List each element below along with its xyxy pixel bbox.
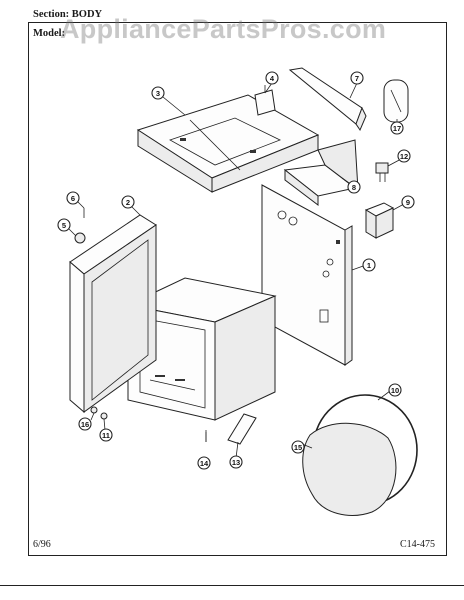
callout-6: 6 bbox=[66, 191, 80, 205]
footer-code: C14-475 bbox=[400, 539, 435, 550]
svg-text:13: 13 bbox=[232, 458, 240, 467]
svg-text:7: 7 bbox=[355, 74, 359, 83]
callout-11: 11 bbox=[99, 428, 113, 442]
footer-date: 6/96 bbox=[33, 539, 51, 550]
svg-text:1: 1 bbox=[367, 261, 371, 270]
part-hinge-pins bbox=[90, 406, 108, 420]
part-burner-bracket bbox=[283, 139, 359, 207]
svg-text:17: 17 bbox=[393, 124, 401, 133]
part-side-panel bbox=[261, 184, 353, 366]
callout-3: 3 bbox=[151, 86, 165, 100]
callout-1: 1 bbox=[362, 258, 376, 272]
svg-text:14: 14 bbox=[200, 459, 209, 468]
part-top-rail bbox=[288, 67, 367, 132]
part-badge bbox=[383, 79, 409, 123]
callout-7: 7 bbox=[350, 71, 364, 85]
callout-4: 4 bbox=[265, 71, 279, 85]
svg-text:12: 12 bbox=[400, 152, 408, 161]
part-connector bbox=[375, 162, 389, 182]
svg-text:16: 16 bbox=[81, 420, 89, 429]
svg-text:9: 9 bbox=[406, 198, 410, 207]
callout-5: 5 bbox=[57, 218, 71, 232]
watermark: AppliancePartsPros.com bbox=[60, 14, 387, 44]
svg-text:3: 3 bbox=[156, 89, 160, 98]
section-value: BODY bbox=[71, 9, 103, 20]
svg-text:10: 10 bbox=[391, 386, 399, 395]
part-door-frame bbox=[69, 214, 157, 414]
callout-12: 12 bbox=[397, 149, 411, 163]
svg-text:2: 2 bbox=[126, 198, 130, 207]
svg-text:5: 5 bbox=[62, 221, 66, 230]
part-grommet bbox=[74, 232, 86, 244]
svg-text:8: 8 bbox=[352, 183, 356, 192]
svg-text:15: 15 bbox=[294, 443, 302, 452]
callout-14: 14 bbox=[197, 456, 211, 470]
svg-text:6: 6 bbox=[71, 194, 75, 203]
callout-15: 15 bbox=[291, 440, 305, 454]
part-small-bracket bbox=[254, 85, 276, 116]
callout-17: 17 bbox=[390, 121, 404, 135]
model-heading: Model: bbox=[33, 28, 65, 39]
section-label: Section: bbox=[33, 9, 70, 20]
section-heading: Section: BODY bbox=[33, 9, 102, 20]
bottom-rule bbox=[0, 585, 464, 586]
callout-13: 13 bbox=[229, 455, 243, 469]
svg-text:4: 4 bbox=[270, 74, 275, 83]
callout-2: 2 bbox=[121, 195, 135, 209]
callout-16: 16 bbox=[78, 417, 92, 431]
part-junction-box bbox=[364, 202, 395, 239]
part-insulation bbox=[302, 422, 397, 516]
callout-8: 8 bbox=[347, 180, 361, 194]
svg-text:11: 11 bbox=[102, 431, 110, 440]
model-label: Model: bbox=[33, 28, 66, 39]
callout-9: 9 bbox=[401, 195, 415, 209]
callout-10: 10 bbox=[388, 383, 402, 397]
diagram-frame bbox=[28, 22, 447, 556]
